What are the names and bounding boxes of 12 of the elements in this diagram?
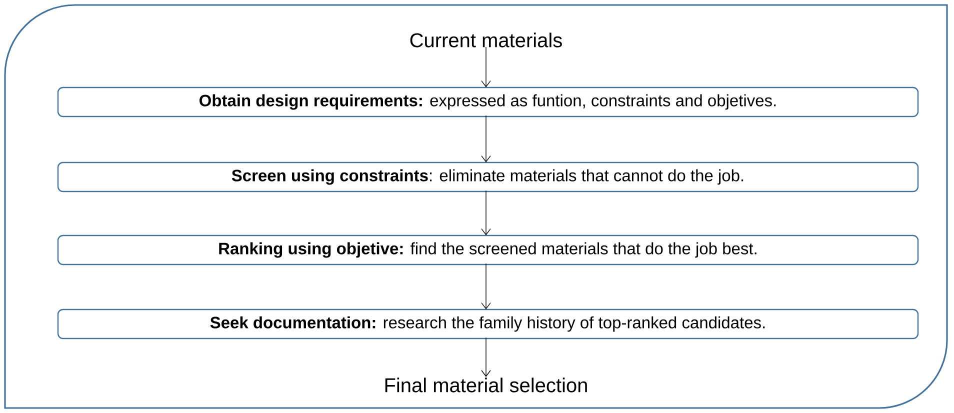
step-box: Obtain design requirements: expressed as funtion, constraints and objetives. — [57, 86, 919, 118]
frame-box — [4, 4, 948, 409]
step-box: Ranking using objetive: find the screened materials that do the job best. — [57, 234, 919, 266]
step-box: Seek documentation: research the family history of top-ranked candidates. — [57, 308, 919, 340]
arrow — [481, 190, 491, 236]
flow-text: Current materials — [410, 32, 562, 48]
arrow — [481, 337, 491, 377]
flow-text: Final material selection — [385, 378, 587, 392]
arrow — [481, 263, 491, 310]
step-box: Screen using constraints: eliminate materials that cannot do the job. — [57, 162, 919, 192]
arrow — [481, 46, 491, 88]
arrow — [481, 115, 491, 162]
